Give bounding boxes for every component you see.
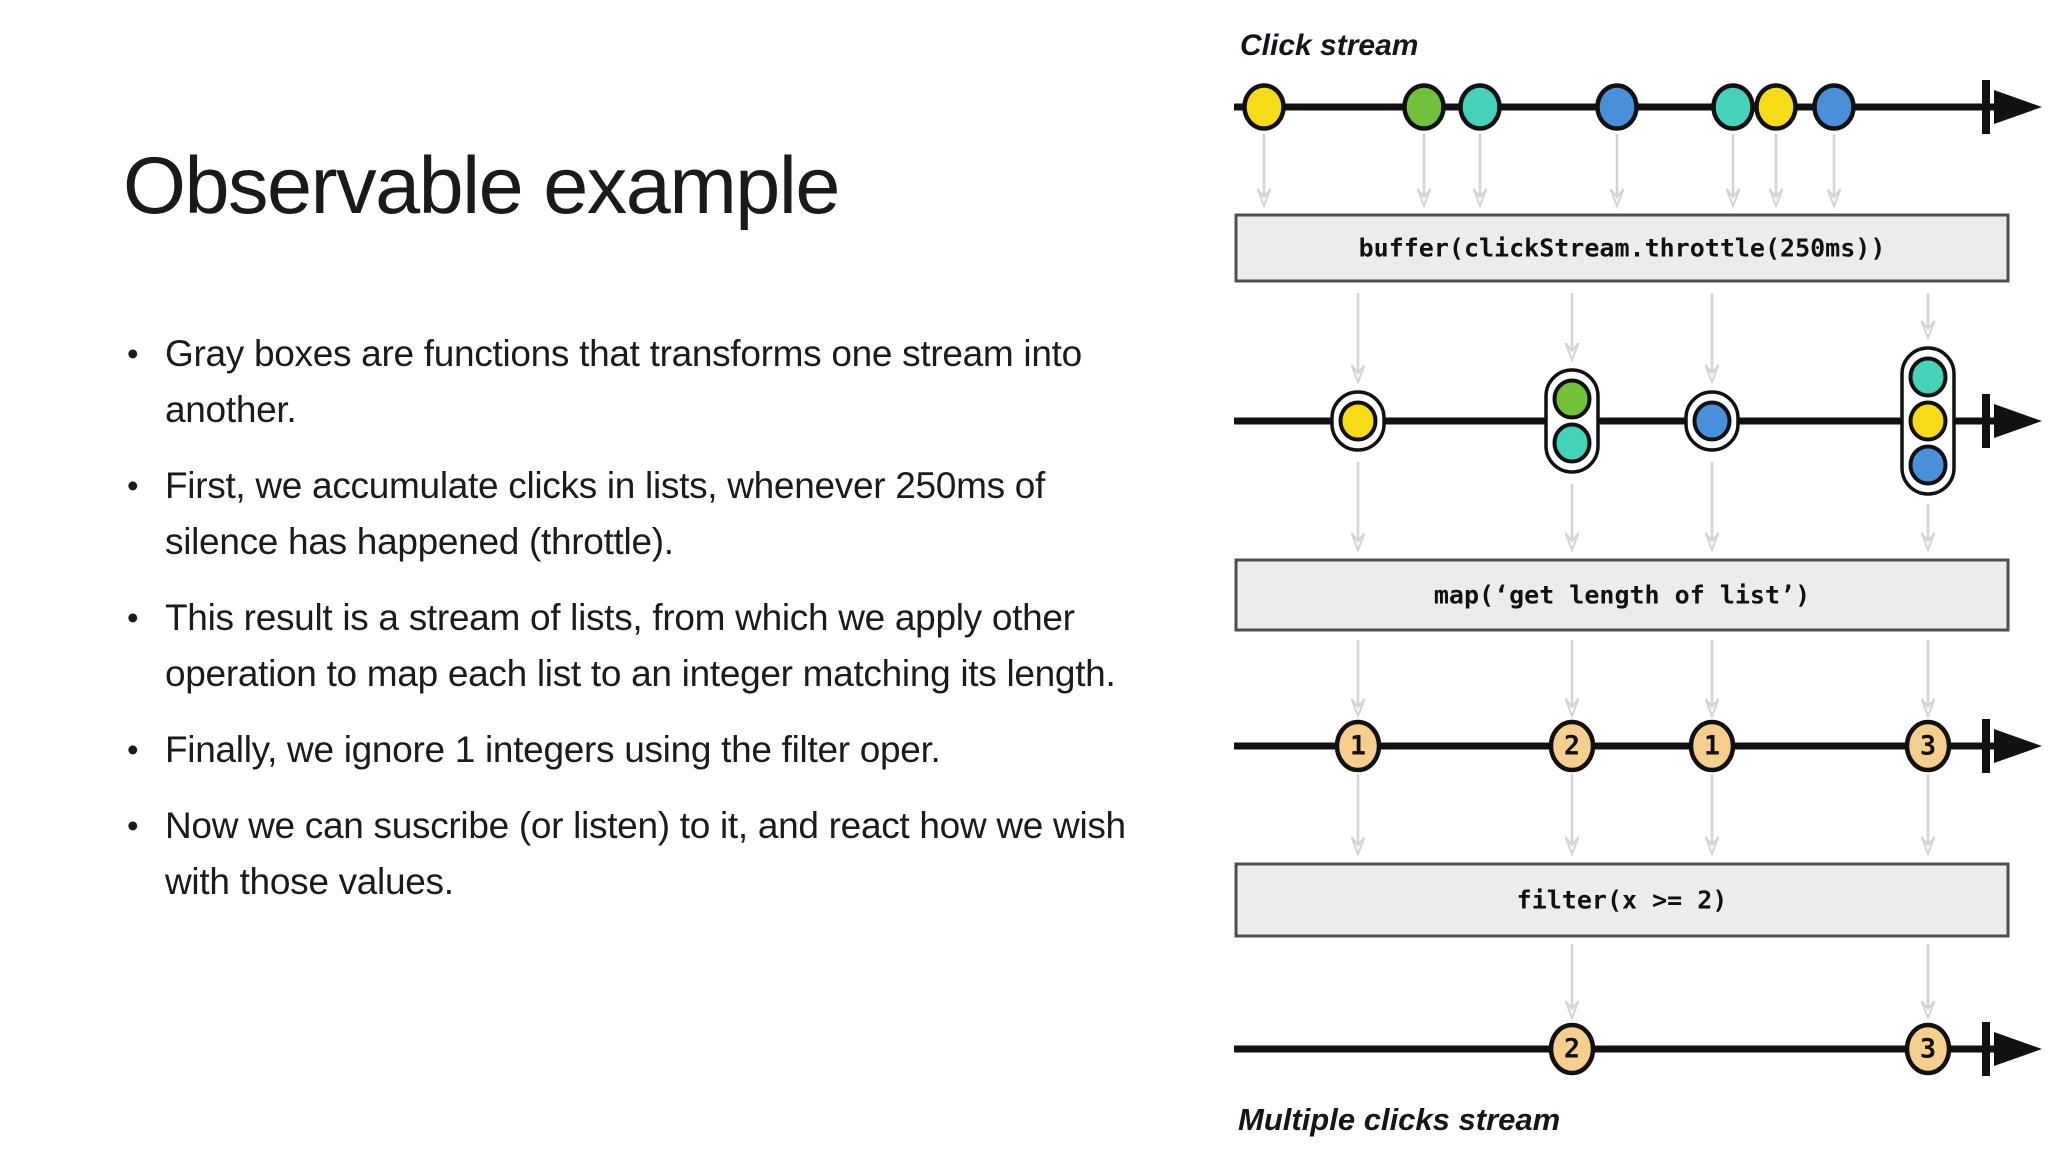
flow-arrowhead-icon	[1564, 836, 1580, 857]
stream-arrowhead-icon	[1994, 404, 2042, 438]
flow-arrowhead-icon	[1826, 188, 1842, 209]
count-label: 1	[1350, 731, 1366, 762]
operator-label: buffer(clickStream.throttle(250ms))	[1359, 234, 1886, 263]
operator-box	[1234, 213, 2010, 283]
flow-arrowhead-icon	[1920, 836, 1936, 857]
marble-yellow	[1338, 400, 1378, 442]
flow-arrowhead-icon	[1725, 188, 1741, 209]
flow-arrowhead-icon	[1472, 188, 1488, 209]
stream-arrowhead-icon	[1994, 729, 2042, 763]
marble-blue	[1908, 444, 1948, 486]
count-marble	[1904, 719, 1952, 773]
marble-blue	[1692, 400, 1732, 442]
bullet-item: First, we accumulate clicks in lists, wh…	[125, 458, 1155, 570]
flow-arrowhead-icon	[1350, 698, 1366, 719]
operator-label: map(‘get length of list’)	[1434, 581, 1810, 610]
marble-teal	[1908, 356, 1948, 398]
flow-arrowhead-icon	[1256, 188, 1272, 209]
flow-arrowhead-icon	[1609, 188, 1625, 209]
marble-teal	[1458, 83, 1502, 131]
count-marble	[1334, 719, 1382, 773]
marble-teal	[1711, 83, 1755, 131]
marble-yellow	[1908, 400, 1948, 442]
operator-box	[1234, 558, 2010, 632]
bullet-item: Now we can suscribe (or listen) to it, a…	[125, 798, 1155, 910]
flow-arrowhead-icon	[1564, 698, 1580, 719]
marble-green	[1552, 378, 1592, 420]
flow-arrowhead-icon	[1350, 836, 1366, 857]
bullet-item: This result is a stream of lists, from w…	[125, 590, 1155, 702]
flow-arrowhead-icon	[1416, 188, 1432, 209]
flow-arrowhead-icon	[1564, 342, 1580, 363]
marble-blue	[1812, 83, 1856, 131]
operator-label: filter(x >= 2)	[1517, 886, 1728, 915]
flow-arrowhead-icon	[1564, 532, 1580, 553]
flow-arrowhead-icon	[1704, 836, 1720, 857]
count-marble	[1548, 1022, 1596, 1076]
stream-end-tick	[1982, 394, 1990, 448]
stream-arrowhead-icon	[1994, 1032, 2042, 1066]
flow-arrowhead-icon	[1704, 364, 1720, 385]
flow-arrowhead-icon	[1704, 698, 1720, 719]
count-label: 2	[1564, 1034, 1580, 1065]
marble-blue	[1595, 83, 1639, 131]
flow-arrowhead-icon	[1920, 532, 1936, 553]
count-label: 3	[1920, 1034, 1936, 1065]
marble-green	[1402, 83, 1446, 131]
stream-end-tick	[1982, 1022, 1990, 1076]
marble-yellow	[1242, 83, 1286, 131]
count-label: 2	[1564, 731, 1580, 762]
flow-arrowhead-icon	[1768, 188, 1784, 209]
flow-arrowhead-icon	[1564, 1000, 1580, 1021]
top-stream-label: Click stream	[1240, 29, 1418, 62]
flow-arrowhead-icon	[1350, 364, 1366, 385]
stream-end-tick	[1982, 719, 1990, 773]
stream-end-tick	[1982, 80, 1990, 134]
bullet-list: Gray boxes are functions that transforms…	[125, 326, 1155, 930]
flow-arrowhead-icon	[1920, 698, 1936, 719]
count-marble	[1688, 719, 1736, 773]
bullet-item: Finally, we ignore 1 integers using the …	[125, 722, 1155, 778]
bullet-item: Gray boxes are functions that transforms…	[125, 326, 1155, 438]
flow-arrowhead-icon	[1350, 532, 1366, 553]
marble-yellow	[1754, 83, 1798, 131]
flow-arrowhead-icon	[1920, 1000, 1936, 1021]
count-label: 3	[1920, 731, 1936, 762]
marble-teal	[1552, 422, 1592, 464]
stream-arrowhead-icon	[1994, 90, 2042, 124]
count-marble	[1904, 1022, 1952, 1076]
operator-box	[1234, 862, 2010, 938]
bottom-stream-label: Multiple clicks stream	[1238, 1102, 1560, 1137]
page-title: Observable example	[123, 141, 840, 231]
flow-arrowhead-icon	[1704, 532, 1720, 553]
count-marble	[1548, 719, 1596, 773]
flow-arrowhead-icon	[1920, 320, 1936, 341]
count-label: 1	[1704, 731, 1720, 762]
